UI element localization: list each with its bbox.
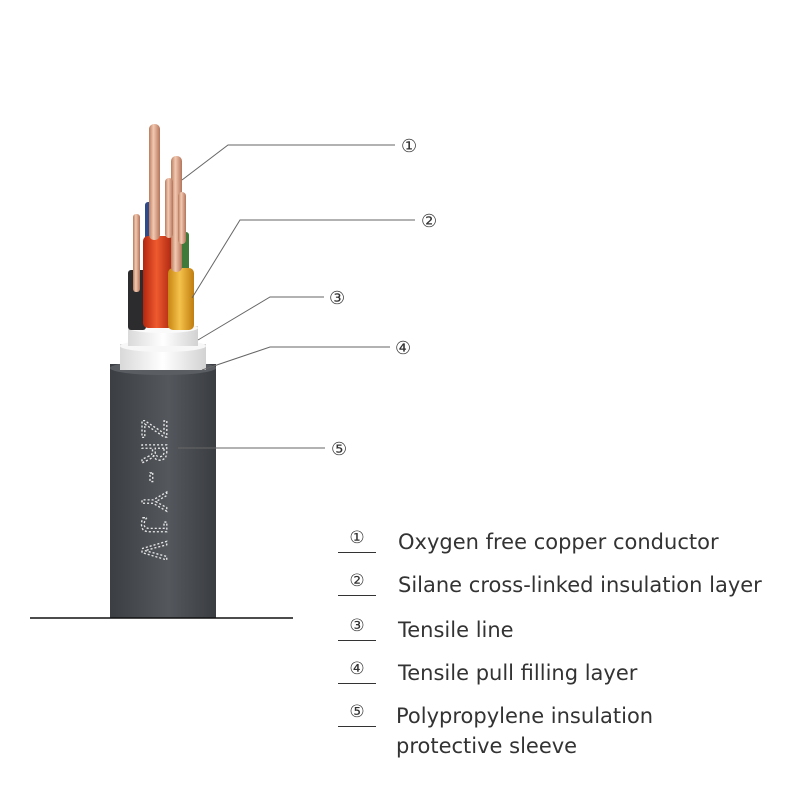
yellow-core-insulation (168, 268, 194, 330)
leader-lines (178, 144, 415, 449)
legend-number: ① (349, 528, 365, 548)
callout-number-5: ⑤ (331, 439, 347, 460)
legend-item-2: ② Silane cross-linked insulation layer (336, 571, 786, 611)
legend-underline (338, 683, 376, 684)
legend-underline (338, 595, 376, 596)
copper-conductor (133, 214, 140, 292)
callout-number-4: ④ (395, 338, 411, 359)
leader-line-2 (191, 219, 415, 299)
legend-item-5: ⑤ Polypropylene insulation protective sl… (336, 702, 786, 766)
legend-label: Tensile pull filling layer (398, 661, 638, 685)
legend-item-3: ③ Tensile line (336, 616, 786, 656)
copper-conductor (171, 156, 182, 272)
legend-item-4: ④ Tensile pull filling layer (336, 659, 786, 699)
outer-sheath (110, 364, 216, 618)
leader-line-3 (197, 296, 324, 341)
copper-conductor (149, 124, 160, 240)
callout-number-3: ③ (329, 288, 345, 309)
copper-conductor (178, 192, 186, 244)
leader-line-1 (181, 144, 395, 181)
legend-label-continued: protective sleeve (396, 734, 578, 758)
legend-label: Silane cross-linked insulation layer (398, 573, 762, 597)
leader-line-4 (201, 346, 390, 371)
legend-underline (338, 552, 376, 553)
legend-number: ② (349, 571, 365, 591)
copper-conductor (165, 178, 173, 238)
legend-label: Tensile line (398, 618, 514, 642)
callout-number-1: ① (401, 136, 417, 157)
legend-label: Oxygen free copper conductor (398, 530, 719, 554)
callout-number-2: ② (421, 211, 437, 232)
legend-item-1: ① Oxygen free copper conductor (336, 528, 786, 568)
legend-underline (338, 640, 376, 641)
sheath-print-text: ZR-YJV (133, 418, 173, 565)
legend-label: Polypropylene insulation (396, 704, 654, 728)
black-core-insulation (128, 270, 146, 330)
legend-number: ③ (349, 616, 365, 636)
legend-number: ⑤ (349, 702, 365, 722)
legend-number: ④ (349, 659, 365, 679)
red-core-insulation (143, 236, 173, 328)
legend-underline (338, 726, 376, 727)
